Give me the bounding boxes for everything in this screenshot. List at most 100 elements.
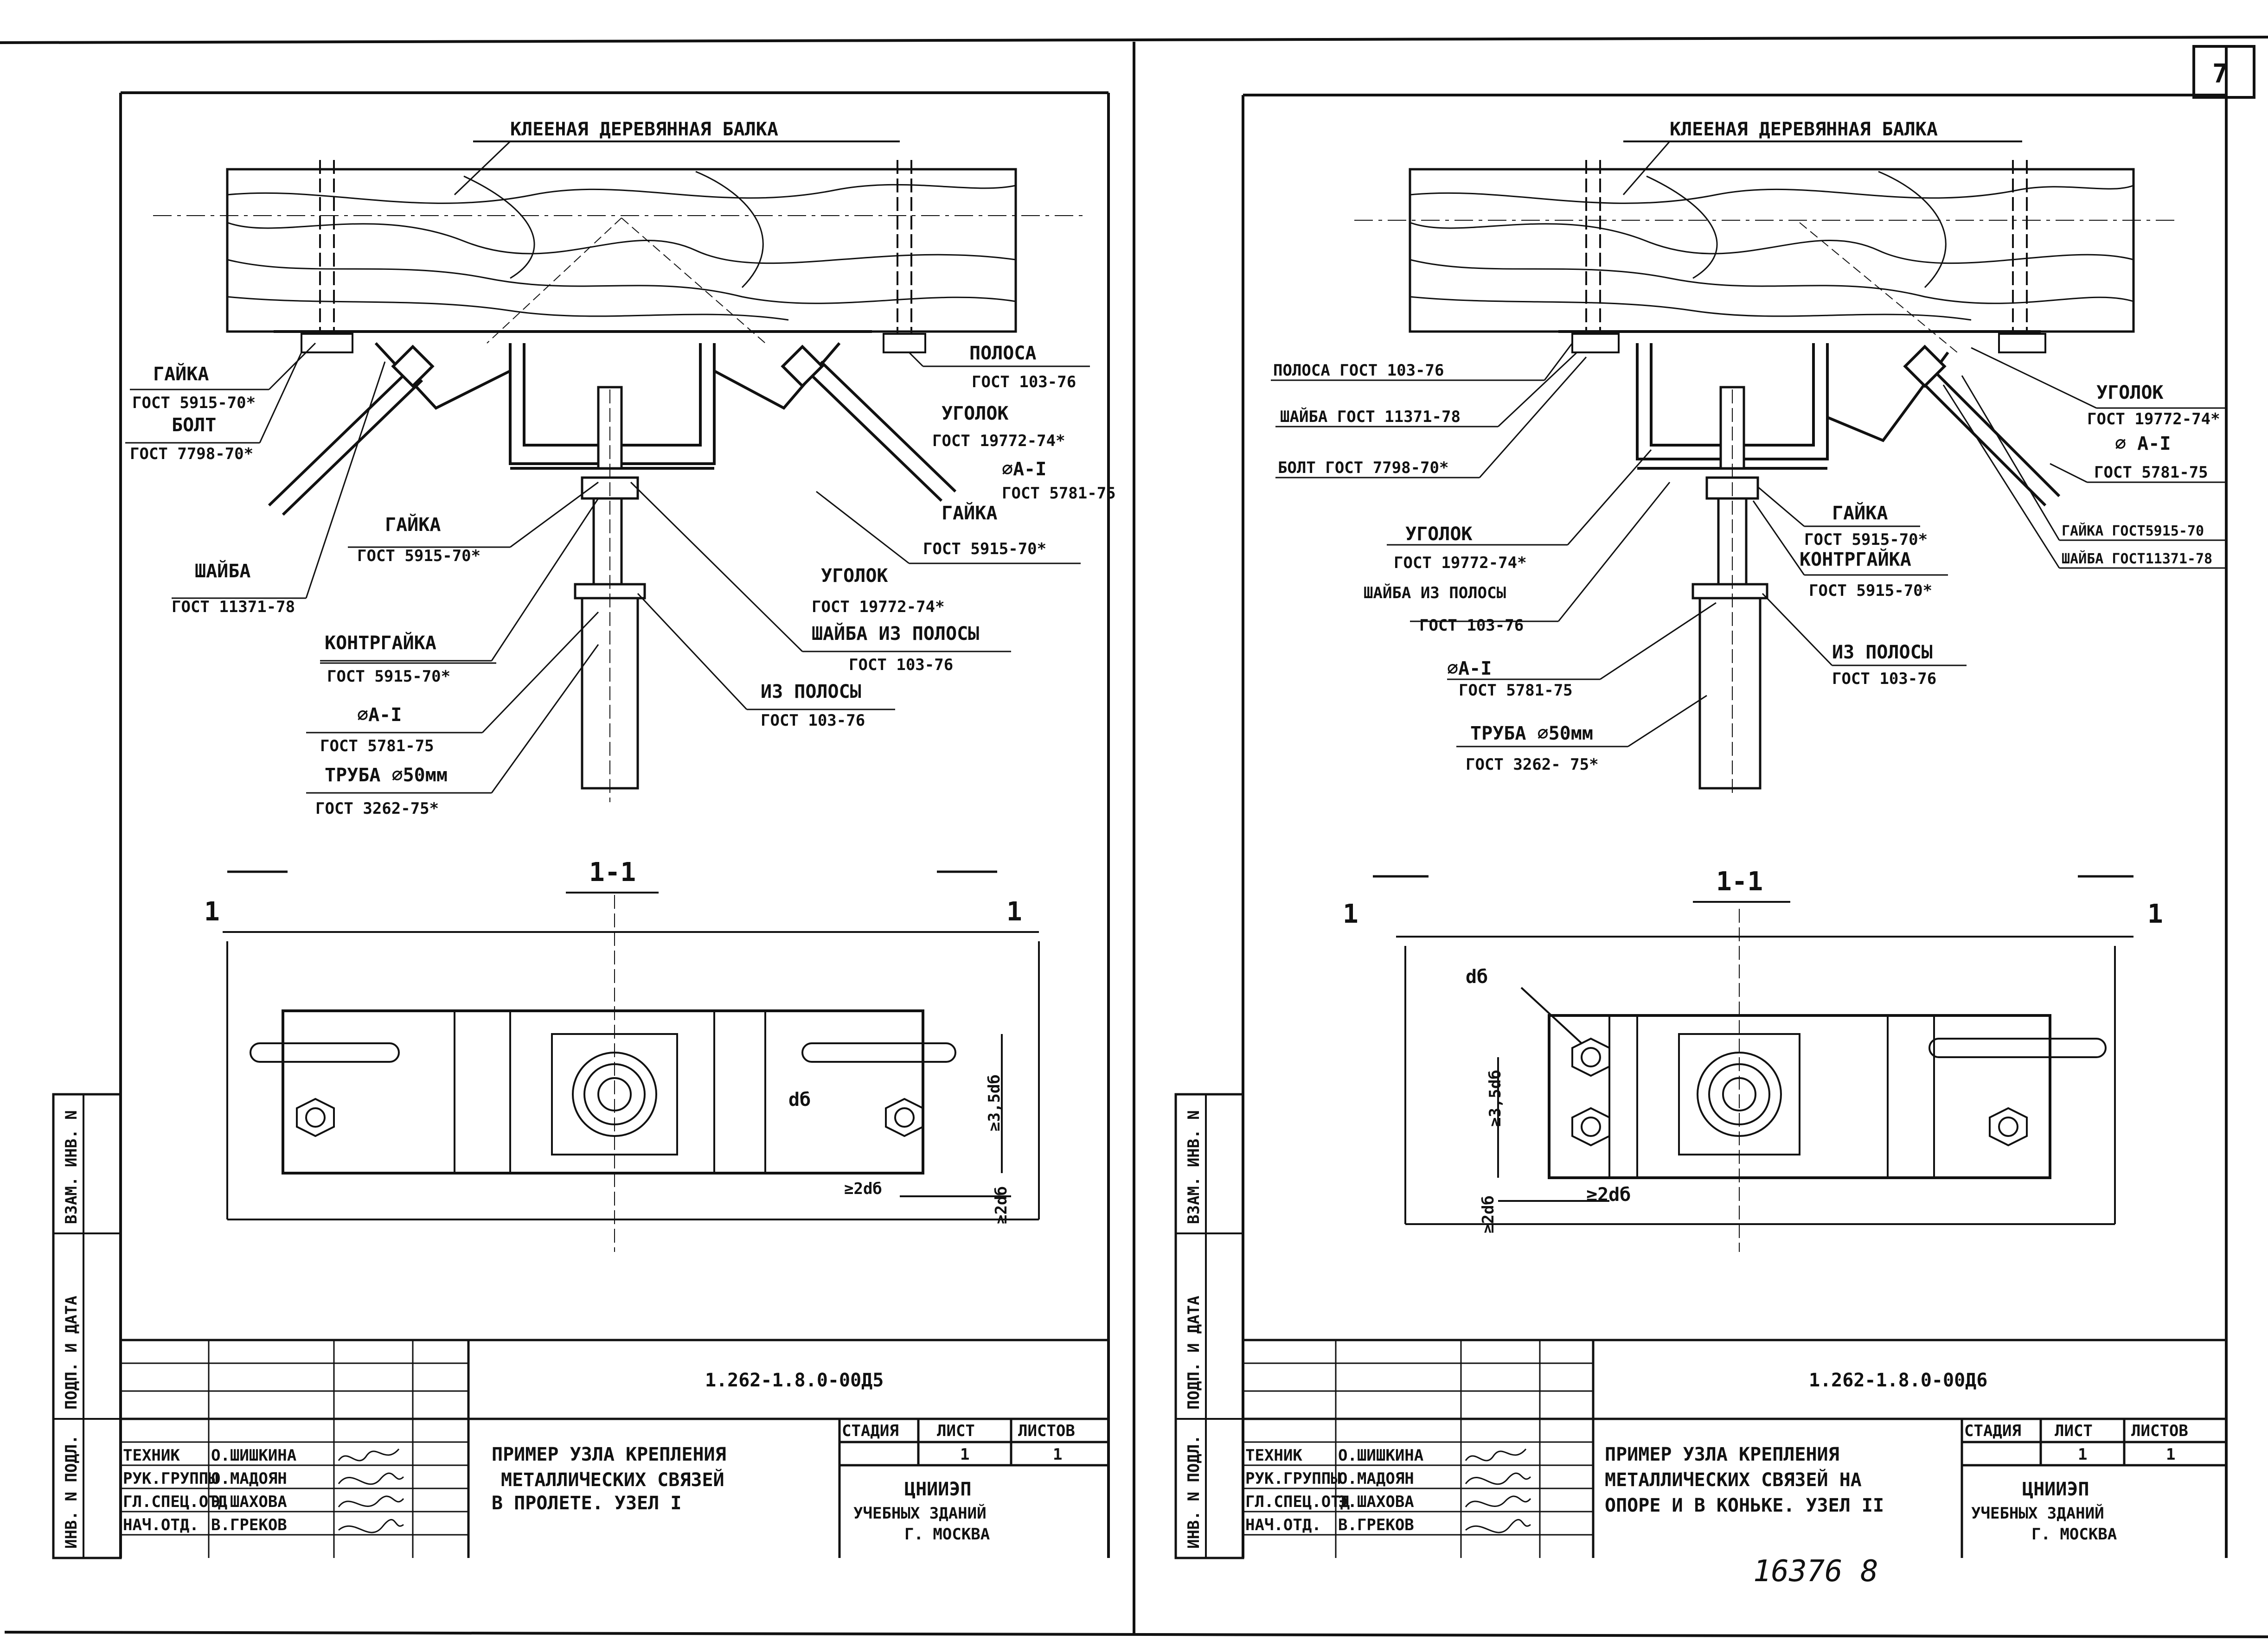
list-header-r: ЛИСТ (2055, 1422, 2093, 1440)
left-node-drawing: КЛЕЕНАЯ ДЕРЕВЯННАЯ БАЛКА (125, 119, 1116, 818)
right-node-drawing: КЛЕЕНАЯ ДЕРЕВЯННАЯ БАЛКА (1271, 119, 2226, 798)
name-1: О.ШИШКИНА (211, 1446, 296, 1465)
name-2-r: О.МАДОЯН (1338, 1469, 1414, 1488)
lists-header: ЛИСТОВ (1018, 1422, 1075, 1440)
label-gaika-rr: ГАЙКА ГОСТ5915-70 (2062, 523, 2204, 539)
label-ugolok1-b: ГОСТ 19772-74* (932, 432, 1065, 450)
label-bolt-r: БОЛТ ГОСТ 7798-70* (1278, 459, 1448, 477)
vertical-rod-and-pipe (574, 386, 646, 802)
stamp-vzam-inv: ВЗАМ. ИНВ. N (62, 1110, 81, 1224)
label-truba-a: ТРУБА ⌀50мм (325, 765, 448, 786)
name-3: Э.ШАХОВА (211, 1493, 287, 1511)
label-shaiba-a: ШАЙБА (195, 560, 250, 582)
label-dia2-b: ГОСТ 5781-75 (320, 737, 434, 755)
label-dia-b: ГОСТ 5781-75 (1002, 484, 1116, 503)
dim-2d-v-r: ≥2dб (1479, 1195, 1498, 1233)
signature-2-r (1465, 1472, 1531, 1485)
title-line-2-r: МЕТАЛЛИЧЕСКИХ СВЯЗЕЙ НА (1605, 1468, 1862, 1491)
vertical-rod-and-pipe-r (1691, 386, 1768, 798)
leader-lines (125, 342, 1090, 794)
stamp-inv-podl: ИНВ. N ПОДЛ. (62, 1435, 81, 1549)
section-mark-left: 1 (204, 897, 220, 927)
label-gaika-r-b: ГОСТ 5915-70* (1804, 530, 1928, 549)
leader-lines-r (1271, 343, 2226, 747)
label-ugolok2-a: УГОЛОК (821, 565, 888, 587)
vertical-bolts-r (1571, 160, 2046, 353)
dim-d: dб (788, 1089, 811, 1111)
label-bolt-b: ГОСТ 7798-70* (130, 445, 253, 463)
label-ugolok-l-a: УГОЛОК (1405, 523, 1473, 545)
name-2: О.МАДОЯН (211, 1469, 287, 1488)
name-3-r: Э.ШАХОВА (1338, 1493, 1414, 1511)
label-ugolok-r-b: ГОСТ 19772-74* (2087, 410, 2220, 428)
label-truba-r-a: ТРУБА ⌀50мм (1470, 723, 1593, 744)
stamp-inv-podl-r: ИНВ. N ПОДЛ. (1185, 1435, 1203, 1549)
signature-4 (338, 1519, 404, 1533)
label-truba-b: ГОСТ 3262-75* (315, 799, 439, 818)
label-kontr-r-a: КОНТРГАЙКА (1800, 548, 1911, 570)
role-4-r: НАЧ.ОТД. (1245, 1516, 1321, 1534)
label-shaiba-polosa-r: ШАЙБА ИЗ ПОЛОСЫ (1364, 583, 1506, 602)
role-1-r: ТЕХНИК (1245, 1446, 1302, 1465)
title-line-1: ПРИМЕР УЗЛА КРЕПЛЕНИЯ (492, 1444, 726, 1465)
label-iz-polosy-b: ГОСТ 103-76 (761, 711, 865, 730)
label-kontr-r-b: ГОСТ 5915-70* (1809, 581, 1932, 600)
lists-header-r: ЛИСТОВ (2131, 1422, 2188, 1440)
right-title-block: 1.262-1.8.0-00Д6 ПРИМЕР УЗЛА КРЕПЛЕНИЯ М… (1243, 1339, 2226, 1558)
drawing-code-r: 1.262-1.8.0-00Д6 (1809, 1370, 1987, 1391)
sheet-number: 7 (2212, 59, 2228, 89)
label-kontr-a: КОНТРГАЙКА (325, 632, 436, 654)
name-4: В.ГРЕКОВ (211, 1516, 287, 1534)
label-gaika-r-a: ГАЙКА (1832, 502, 1888, 524)
label-gaika1-a: ГАЙКА (153, 363, 209, 385)
list-value-r: 1 (2078, 1445, 2087, 1464)
diagonal-rods-r (1903, 345, 2061, 507)
label-dia-a: ⌀A-I (1002, 459, 1046, 480)
dim-2d-h-r: ≥2dб (1586, 1184, 1631, 1206)
section-title-r: 1-1 (1716, 867, 1763, 897)
left-title-block: 1.262-1.8.0-00Д5 ПРИМЕР УЗЛА КРЕПЛЕНИЯ М… (121, 1339, 1108, 1558)
signature-1 (338, 1449, 400, 1462)
section-mark-right: 1 (1006, 897, 1022, 927)
label-ugolok2-b: ГОСТ 19772-74* (812, 598, 945, 616)
label-shaiba-r: ШАЙБА ГОСТ 11371-78 (1280, 407, 1461, 426)
dim-2d-h: ≥2dб (844, 1180, 882, 1198)
stamp-vzam-inv-r: ВЗАМ. ИНВ. N (1185, 1110, 1203, 1224)
label-iz-polosy-r-b: ГОСТ 103-76 (1832, 670, 1936, 688)
label-gaika2-b: ГОСТ 5915-70* (923, 540, 1046, 558)
role-3: ГЛ.СПЕЦ.ОТД (123, 1493, 227, 1511)
signature-3 (338, 1495, 404, 1507)
signature-1-r (1465, 1449, 1527, 1462)
side-stamp-right: ИНВ. N ПОДЛ. ПОДП. И ДАТА ВЗАМ. ИНВ. N (1174, 1093, 1244, 1559)
label-ugolok-l-b: ГОСТ 19772-74* (1394, 554, 1527, 572)
role-1: ТЕХНИК (123, 1446, 180, 1465)
name-4-r: В.ГРЕКОВ (1338, 1516, 1414, 1534)
signature-3-r (1465, 1495, 1531, 1507)
label-ugolok-r-a: УГОЛОК (2096, 382, 2164, 403)
dim-35d-r: ≥3,5dб (1486, 1070, 1505, 1127)
role-2-r: РУК.ГРУППЫ (1245, 1469, 1340, 1488)
lists-value-r: 1 (2166, 1445, 2175, 1464)
label-polosa-r: ПОЛОСА ГОСТ 103-76 (1273, 361, 1444, 380)
stage-header: СТАДИЯ (842, 1422, 899, 1440)
section-mark-right-r: 1 (2147, 899, 2163, 929)
label-kontr-b: ГОСТ 5915-70* (327, 667, 450, 686)
side-stamp-left: ИНВ. N ПОДЛ. ПОДП. И ДАТА ВЗАМ. ИНВ. N (52, 1093, 122, 1559)
label-dia-r-a: ⌀A-I (1447, 658, 1492, 679)
lists-value: 1 (1053, 1445, 1062, 1464)
org-line-2: УЧЕБНЫХ ЗДАНИЙ (853, 1504, 987, 1523)
role-2: РУК.ГРУППЫ (123, 1469, 218, 1488)
section-title: 1-1 (589, 857, 636, 887)
label-bolt-a: БОЛТ (172, 415, 216, 436)
list-value: 1 (960, 1445, 969, 1464)
section-mark-left-r: 1 (1343, 899, 1358, 929)
label-gaika3-a: ГАЙКА (385, 513, 441, 536)
label-shaiba-b: ГОСТ 11371-78 (172, 598, 295, 616)
org-line-2-r: УЧЕБНЫХ ЗДАНИЙ (1971, 1504, 2104, 1523)
label-dia-r-b: ГОСТ 5781-75 (1459, 681, 1573, 700)
org-line-3: Г. МОСКВА (904, 1525, 990, 1544)
diagonal-rods (268, 345, 957, 516)
label-shaiba-polosa-b: ГОСТ 103-76 (849, 656, 953, 674)
label-gaika1-b: ГОСТ 5915-70* (132, 394, 256, 412)
role-3-r: ГЛ.СПЕЦ.ОТД (1245, 1493, 1350, 1511)
